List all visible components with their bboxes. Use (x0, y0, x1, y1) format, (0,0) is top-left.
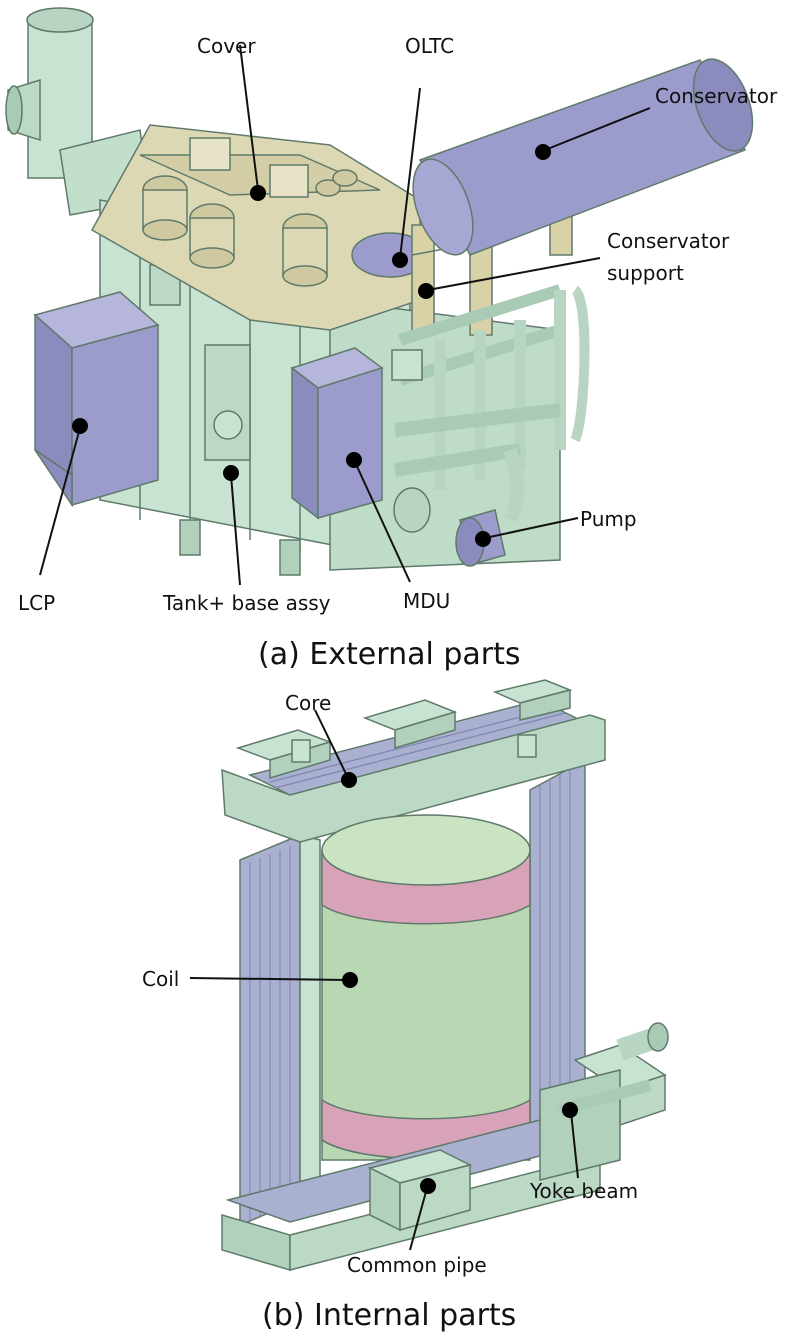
top-clamp-frame (221, 679, 606, 843)
conservator (412, 58, 754, 256)
label-conservator-support-1: Conservator (607, 229, 730, 253)
core-limbs (239, 758, 586, 1227)
coil (321, 814, 531, 1161)
cooling-pipework (391, 284, 590, 533)
label-mdu: MDU (403, 589, 450, 613)
vent-pipe (5, 7, 151, 216)
label-common-pipe: Common pipe (347, 1253, 487, 1277)
label-yoke-beam: Yoke beam (529, 1179, 638, 1203)
label-oltc: OLTC (405, 34, 454, 58)
label-lcp: LCP (18, 591, 55, 615)
lcp-cabinet (33, 291, 160, 508)
label-coil: Coil (142, 967, 179, 991)
cover (90, 124, 421, 331)
label-core: Core (285, 691, 331, 715)
external-parts-figure: Cover OLTC Conservator Conservator suppo… (5, 7, 778, 672)
label-pump: Pump (580, 507, 637, 531)
label-cover: Cover (197, 34, 256, 58)
label-tank: Tank+ base assy (162, 591, 331, 615)
mdu-cabinet (290, 347, 384, 520)
caption-internal: (b) Internal parts (262, 1298, 516, 1333)
internal-parts-figure: Core Coil Yoke beam Common pipe (b) Inte… (142, 679, 669, 1333)
label-conservator: Conservator (655, 84, 778, 108)
external-leaders (39, 44, 651, 586)
internal-leaders (189, 709, 579, 1251)
label-conservator-support-2: support (607, 261, 684, 285)
caption-external: (a) External parts (258, 637, 521, 672)
bottom-frame (221, 1022, 669, 1272)
